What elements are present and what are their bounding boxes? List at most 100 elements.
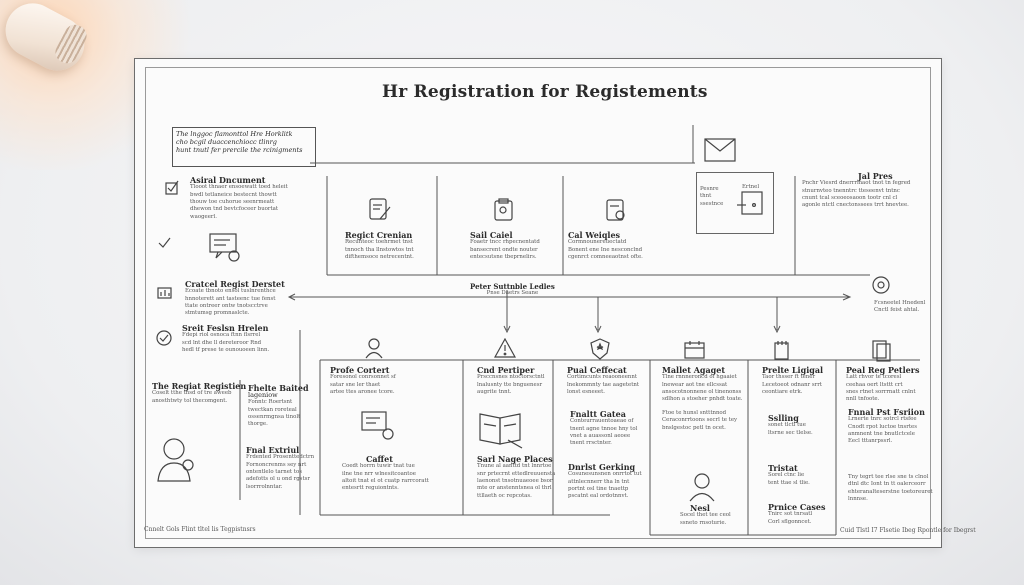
lower-node-2: Sarl Nage Places Tnune al aanttd tnt lnn… [477, 455, 555, 500]
node-heading: Jal Pres [858, 171, 893, 181]
node-heading: Tristat [768, 463, 798, 473]
node-heading: Sslling [768, 413, 799, 423]
mail-box [696, 172, 774, 234]
diagram-title: Hr Registration for Registements [382, 82, 708, 102]
intro-box: The lnggoc flamonttol Hre Horklitk cho b… [172, 127, 316, 167]
node-subheading: lageniow [248, 391, 278, 400]
person-icon [689, 473, 715, 502]
notepad-icon [774, 341, 789, 360]
node-heading: Fhelte Baited [248, 383, 309, 393]
node-heading: Cnd Pertiper [477, 365, 535, 375]
left-node-1: Asiral Dncument Tlooot thnaer ensoewatt … [190, 176, 288, 221]
node-heading: Fnnal Pst Fsriion [848, 407, 925, 417]
shield-star-icon [590, 338, 610, 360]
node-heading: Peter Suttnble Ledles [470, 282, 555, 291]
user-avatar-icon [157, 438, 194, 482]
form-icon [737, 191, 763, 215]
open-book-icon [479, 413, 523, 449]
lower-node-4: Dnrlst Gerking Cosunesunsnen onrrtot tut… [568, 463, 642, 501]
person-icon [365, 338, 383, 359]
intro-line: The lnggoc flamonttol Hre Horklitk [176, 130, 293, 138]
documents-icon [872, 340, 891, 362]
calendar-icon [684, 341, 705, 359]
left-node-4: The Regiat Registien Coselt tthe tnsd of… [152, 382, 246, 405]
node-heading: Sreit Feslsn Hrelen [182, 323, 269, 333]
node-heading: Profe Cortert [330, 365, 390, 375]
node-heading: Mallet Agaget [662, 365, 726, 375]
node-heading: Prnice Cases [768, 502, 826, 512]
node-heading: Pual Ceffecat [567, 365, 627, 375]
warning-icon [494, 338, 516, 358]
node-heading: Cratcel Regist Derstet [185, 279, 285, 289]
node-subheading: Pnse Daetrs Seane [486, 290, 539, 297]
clipboard-icon [494, 198, 513, 221]
mail-doc-label: Ertnel [742, 184, 760, 190]
chat-form-icon [209, 233, 240, 262]
node-heading: Asiral Dncument [190, 175, 266, 185]
intro-line: hunt tnutl fer prercile the rcinigments [176, 146, 303, 155]
node-heading: Dnrlst Gerking [568, 462, 636, 472]
left-node-2: Cratcel Regist Derstet Ecoate tbnoto ens… [185, 280, 285, 318]
intro-line: cho bcgil duaccenchiocc tlinrg [176, 138, 277, 147]
node-heading: The Regiat Registien [152, 381, 247, 391]
node-heading: Sarl Nage Places [477, 454, 553, 464]
node-heading: Fnal Extriul [246, 445, 300, 455]
check-icon [158, 237, 171, 248]
node-heading: Regict Crenian [345, 230, 413, 240]
node-heading: Cal Weiqles [568, 230, 621, 240]
lower-node-7: Fnnal Pst Fsriion Lrnerte tnrc sotrcl rt… [848, 408, 925, 446]
left-node-3: Sreit Feslsn Hrelen Fdepi riol osnoca ft… [182, 324, 269, 354]
diagram-sheet [134, 58, 942, 548]
node-heading: Peal Reg Petlers [846, 365, 920, 375]
node-heading: Fnaltt Gatea [570, 409, 626, 419]
check-circle-icon [156, 330, 172, 346]
checkbox-icon [165, 180, 179, 195]
node-heading: Prelte Ligigal [762, 365, 824, 375]
envelope-icon [704, 138, 736, 162]
bottom-node-4: Mallet Agaget Tlne rnnneroncd of hgaaiet… [662, 366, 743, 404]
node-heading: Sail Caiel [470, 230, 513, 240]
settings-circle-icon [872, 276, 890, 294]
